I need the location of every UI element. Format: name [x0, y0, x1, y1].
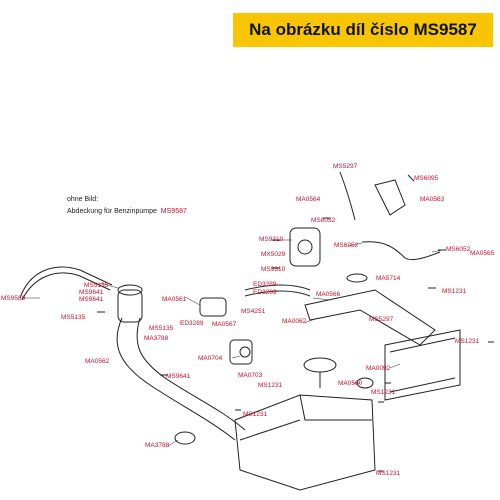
banner-title: Na obrázku díl číslo MS9587 [249, 20, 477, 39]
part-label: MS1231 [442, 288, 467, 295]
filler-breather-pipe-inner [21, 272, 111, 301]
part-label: MA0564 [296, 196, 321, 203]
part-label: MS1231 [243, 411, 268, 418]
part-label: MS8052 [311, 217, 336, 224]
fuel-hose-center-outer [244, 290, 311, 297]
part-label: MA0704 [198, 355, 223, 362]
part-label: MS5297 [333, 163, 358, 170]
part-label: ED3289 [253, 281, 277, 288]
part-label: MS6052 [334, 242, 359, 249]
fuel-tank-top-edge [299, 394, 372, 421]
part-label: MS5135 [61, 314, 86, 321]
part-label: MS5297 [369, 316, 394, 323]
pump-mount-rod [339, 171, 356, 221]
part-label: MA0563 [420, 196, 445, 203]
part-label: MS6095 [414, 175, 439, 182]
part-label: MA0561 [162, 296, 187, 303]
part-label: MA3788 [145, 442, 170, 449]
part-label: MS1231 [258, 382, 283, 389]
part-label: MS1231 [376, 470, 401, 477]
filler-cap [117, 284, 143, 296]
part-label: MS9641 [79, 296, 104, 303]
part-label: MS9641 [166, 373, 191, 380]
part-label: MS9310 [259, 236, 284, 243]
fuel-hose-right [361, 241, 441, 261]
bolts [97, 174, 494, 472]
part-label: MS4251 [241, 308, 266, 315]
part-label: MA0565 [470, 250, 495, 257]
part-label: MA0703 [238, 372, 263, 379]
filler-breather-pipe [19, 266, 113, 299]
note-without-image: ohne Bild: [67, 196, 99, 203]
part-label: MA0566 [316, 291, 341, 298]
part-label: ED3289 [253, 289, 277, 296]
part-label: MA0092 [366, 365, 391, 372]
part-label: MA0560 [338, 380, 363, 387]
tank-bracket-plate [384, 329, 461, 401]
part-label: MS1231 [371, 389, 396, 396]
fuel-valve [229, 339, 253, 365]
fuel-tank-body [234, 394, 376, 491]
note-part-code: MS9587 [160, 208, 187, 215]
tank-bracket-ribs [389, 337, 456, 393]
part-label: MA0567 [212, 321, 237, 328]
part-label: MS5135 [84, 282, 109, 289]
filler-neck [117, 289, 143, 323]
part-label: MS5135 [149, 325, 174, 332]
part-label: ED3289 [180, 320, 204, 327]
part-label: MA0562 [85, 358, 110, 365]
part-label: MS9310 [261, 266, 286, 273]
part-label: MA5714 [376, 275, 401, 282]
part-label: MX5029 [261, 251, 286, 258]
part-label: MS6052 [446, 246, 471, 253]
part-label: MA3788 [144, 335, 169, 342]
pump-mount-bracket [374, 179, 406, 216]
filler-neck-hose-outer [136, 317, 246, 431]
note-pump-cover: Abdeckung für Benzinpumpe MS9587 [67, 208, 187, 215]
fuel-tank-front-edge [239, 419, 301, 441]
filler-neck-hose [116, 317, 236, 441]
fuel-filter [199, 297, 227, 317]
leader-lines [24, 239, 444, 447]
vent-cap [346, 273, 368, 283]
fuel-pump [289, 227, 321, 267]
part-label: MS1231 [455, 338, 480, 345]
fuel-hose-center [244, 284, 311, 291]
fuel-valve-port [239, 346, 251, 358]
fuel-pump-port [297, 239, 313, 255]
rubber-mount-left [174, 431, 196, 445]
support-bracket [304, 289, 436, 346]
part-label: MS9580 [1, 295, 26, 302]
part-label: MA0062 [282, 318, 307, 325]
part-label: MS9641 [79, 289, 104, 296]
fuel-sender-flange [303, 357, 337, 373]
part-number-banner: Na obrázku díl číslo MS9587 [233, 13, 493, 47]
